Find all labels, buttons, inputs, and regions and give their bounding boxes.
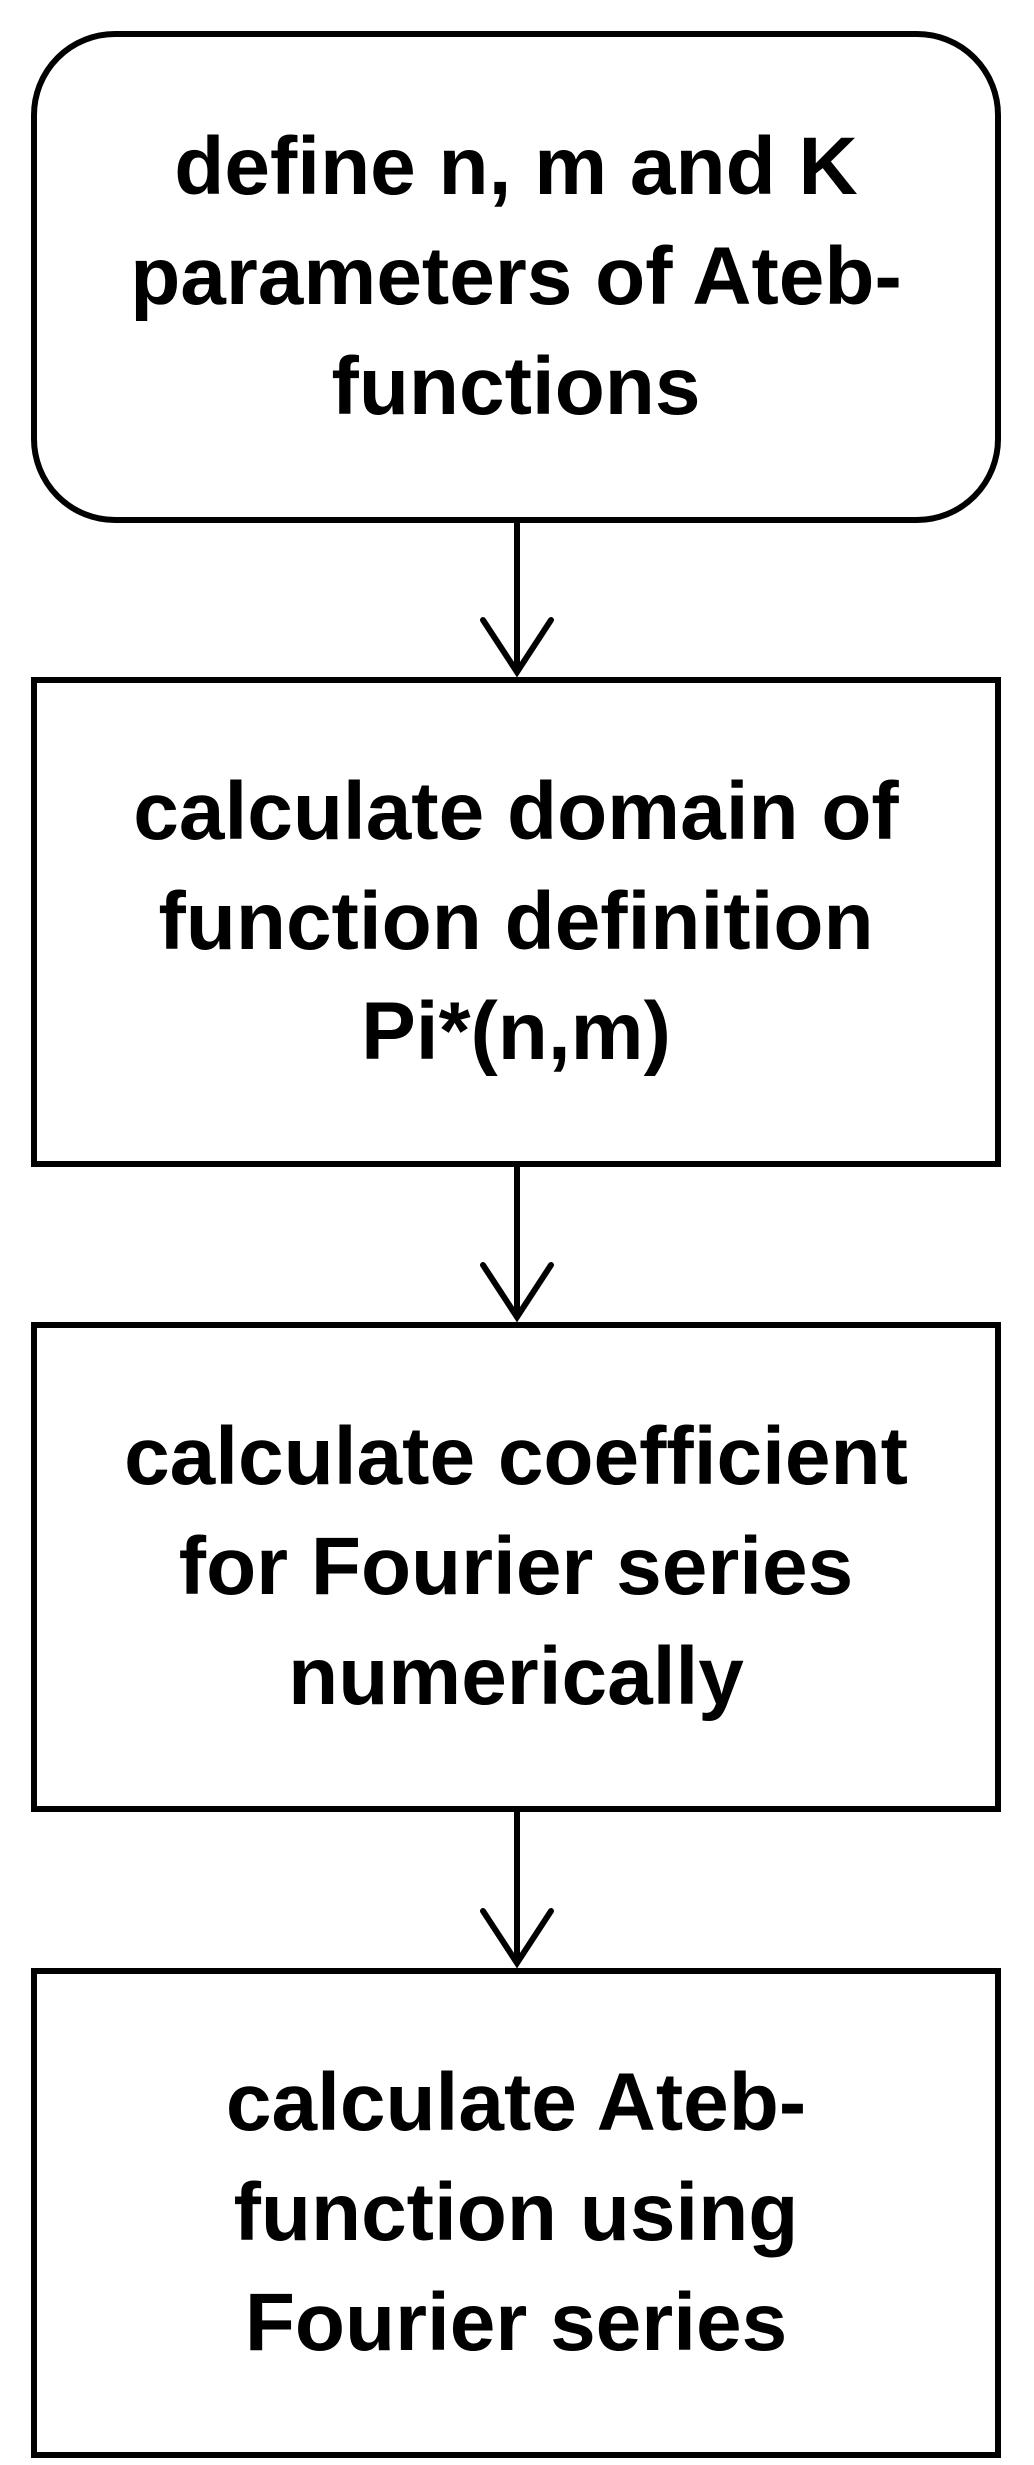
node-text-line: functions [331, 341, 701, 432]
node-text-line: for Fourier series [178, 1521, 854, 1612]
node-text-line: calculate coefficient [124, 1411, 908, 1502]
node-text-line: numerically [288, 1631, 744, 1722]
node-text-line: function using [233, 2167, 799, 2258]
node-text-line: Pi*(n,m) [361, 986, 671, 1077]
flowchart-node-calculate-domain: calculate domain of function definition … [31, 677, 1001, 1167]
flowchart-node-calculate-ateb-function: calculate Ateb- function using Fourier s… [31, 1968, 1001, 2458]
node-text-line: calculate Ateb- [225, 2057, 807, 2148]
arrow-step-2-to-step-3 [480, 1167, 554, 1323]
flowchart-node-calculate-coefficient: calculate coefficient for Fourier series… [31, 1322, 1001, 1812]
flowchart-node-define-parameters: define n, m and K parameters of Ateb- fu… [31, 31, 1001, 523]
arrow-step-1-to-step-2 [480, 523, 554, 678]
node-text-line: define n, m and K [174, 121, 858, 212]
node-text-line: parameters of Ateb- [130, 231, 902, 322]
node-text-line: calculate domain of [133, 766, 899, 857]
node-text-line: function definition [158, 876, 874, 967]
node-text-line: Fourier series [244, 2277, 788, 2368]
arrow-step-3-to-step-4 [480, 1812, 554, 1969]
